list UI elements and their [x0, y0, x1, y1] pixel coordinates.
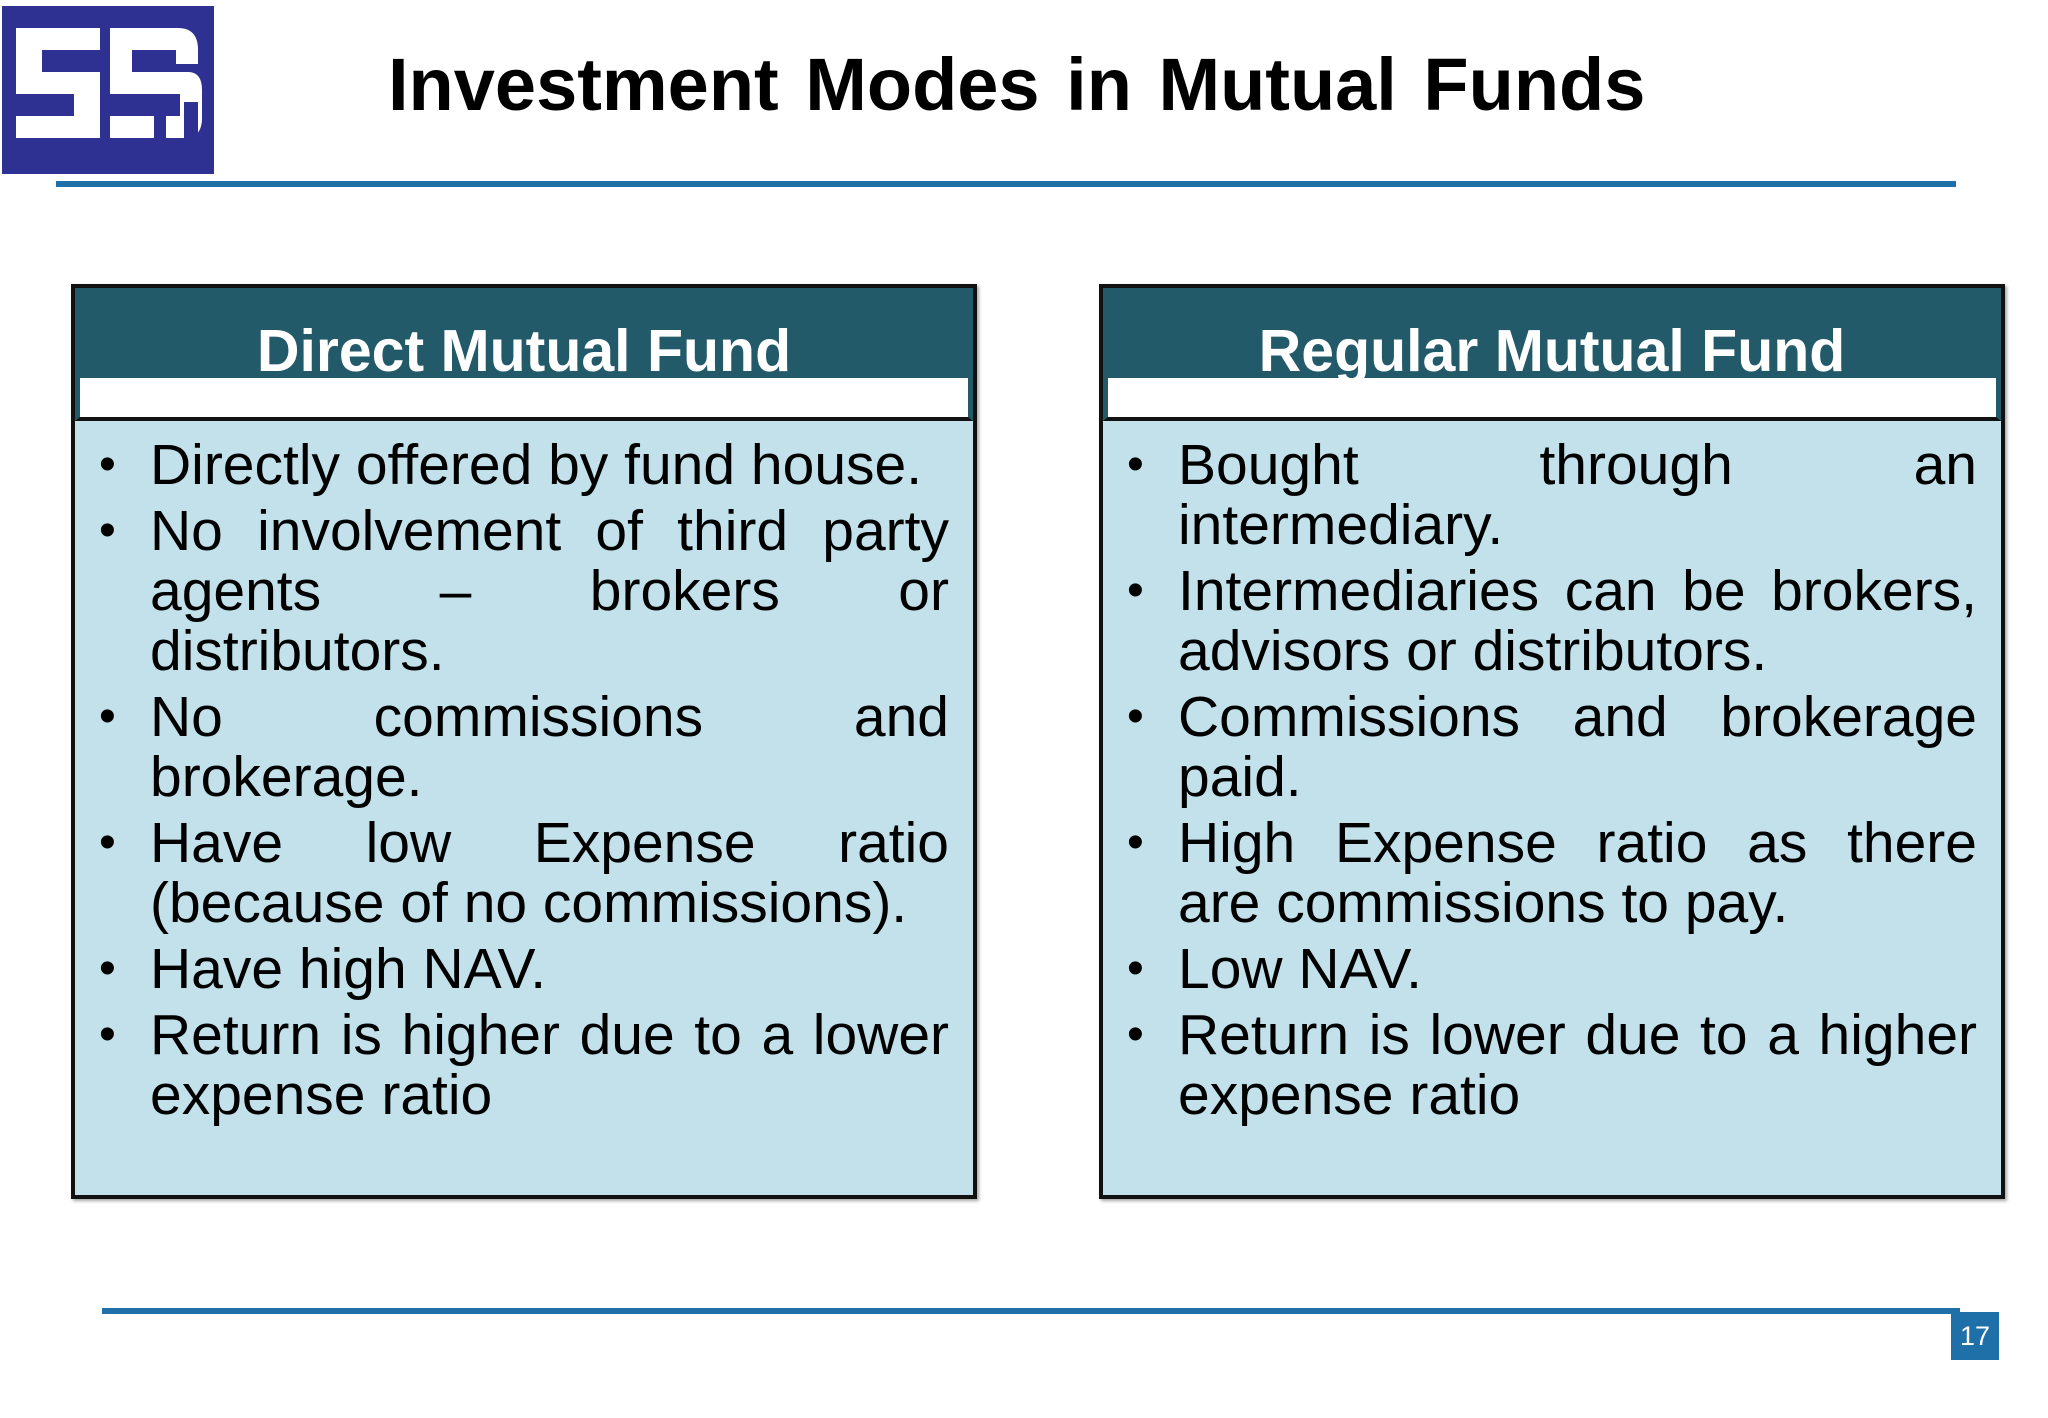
direct-mutual-fund-panel: Direct Mutual Fund Directly offered by f…	[71, 284, 977, 1199]
list-item: High Expense ratio as there are commissi…	[1103, 813, 1977, 933]
list-item: Return is higher due to a lower expense …	[75, 1005, 949, 1125]
footer-divider	[102, 1308, 1960, 1314]
list-item: Low NAV.	[1103, 939, 1977, 999]
list-item: Have high NAV.	[75, 939, 949, 999]
list-item: Commissions and brokerage paid.	[1103, 687, 1977, 807]
page-number: 17	[1951, 1312, 1999, 1360]
sebi-logo	[2, 6, 214, 174]
list-item: No commissions and brokerage.	[75, 687, 949, 807]
panel-heading: Direct Mutual Fund	[75, 288, 973, 381]
list-item: Intermediaries can be brokers, advisors …	[1103, 561, 1977, 681]
list-item: Return is lower due to a higher expense …	[1103, 1005, 1977, 1125]
list-item: Bought through an intermediary.	[1103, 435, 1977, 555]
bullet-list: Directly offered by fund house. No invol…	[75, 421, 973, 1125]
list-item: Have low Expense ratio (because of no co…	[75, 813, 949, 933]
list-item: Directly offered by fund house.	[75, 435, 949, 495]
bullet-list: Bought through an intermediary. Intermed…	[1103, 421, 2001, 1125]
slide-title: Investment Modes in Mutual Funds	[388, 43, 1646, 126]
list-item: No involvement of third party agents – b…	[75, 501, 949, 681]
title-divider	[56, 181, 1956, 187]
panel-header-gap	[1103, 378, 2001, 421]
regular-mutual-fund-panel: Regular Mutual Fund Bought through an in…	[1099, 284, 2005, 1199]
panel-heading: Regular Mutual Fund	[1103, 288, 2001, 381]
panel-header-gap	[75, 378, 973, 421]
